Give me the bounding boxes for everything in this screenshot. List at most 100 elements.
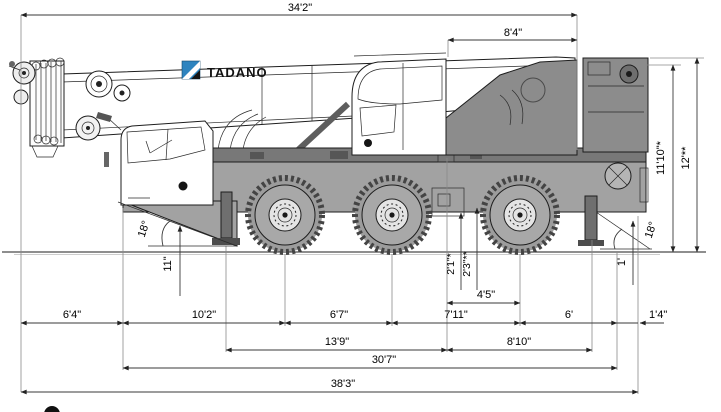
dim-front-overhang: 6'4" [20,309,124,326]
dim-clearance-mid-1: 2'1"* [445,212,464,290]
axle1-wheel [245,175,325,255]
hook-sheave-ring [81,121,95,135]
front-outrigger [212,191,240,245]
wheel-hub [277,207,293,223]
wiper-arm [145,140,151,154]
dim-height-counterweight: 11'10"* [655,64,676,253]
rear-underbody-slope [595,211,651,250]
cab-window-pillar [165,128,169,161]
rear-outrigger-cylinder [584,195,598,241]
dim-label: 38'3" [331,378,355,390]
approach-slope-line [117,201,238,247]
tadano-logo: TADANO [181,60,268,80]
dim-label: 6'4" [63,309,81,321]
approach-angle-arc [161,220,171,247]
tadano-logo-white-band [182,61,200,79]
dim-rear-overhang: 1'4" [617,309,667,326]
crane-operator-cab [351,52,447,156]
wiper-blade [149,139,173,154]
dim-label: 1'4" [649,309,667,321]
front-outrigger-cylinder [220,191,233,239]
boom-rest-tube [217,109,253,151]
hydraulic-pipe [511,89,524,125]
head-sheave [55,57,65,67]
dim-label: 8'10" [507,336,531,348]
lift-cylinder [295,101,351,153]
tadano-logo-black-triangle [191,70,200,79]
cab-grab-handle [104,152,109,167]
dim-departure-angle: 18° [600,220,660,250]
deck-fitting [250,152,264,159]
rope-roller-ring [90,75,108,93]
rear-bumper [639,167,649,203]
counterweight-box [587,61,611,76]
tadano-logo-text: TADANO [207,65,268,80]
caption-bullet [44,406,60,412]
dim-label: 30'7" [372,354,396,366]
front-outrigger-pad [212,238,240,245]
dim-bumper-to-axle1: 10'2" [122,309,286,326]
carrier-cab [96,112,214,206]
cab-door-handle [178,181,188,191]
axle2-wheel [352,175,432,255]
wheel-hub [384,207,400,223]
hook-block [31,145,59,158]
dim-front-clearance: 11" [162,225,183,296]
axle-center [282,212,288,218]
dim-label: 4'5" [477,289,495,301]
boom-rest-tube [242,116,267,151]
carrier-cab-body [120,120,214,206]
hook-sheave-hub [86,126,90,130]
departure-angle-arc [613,228,623,250]
dim-label: 34'2" [288,2,312,14]
dim-boom-overall: 34'2" [20,2,578,18]
dim-axle1-to-axle2: 6'7" [284,309,393,326]
wheel-bolts [508,203,532,227]
dim-center-to-rear-outrigger: 8'10" [446,336,593,353]
counterweight-block [582,57,649,153]
wheel-bolts [380,203,404,227]
dim-label: 2'3"** [461,251,473,277]
dim-rear-clearance: 1' [616,220,636,285]
head-pin [9,61,15,67]
dim-label: 11" [162,256,174,271]
dim-height-overall: 12'** [680,57,700,253]
dim-outrigger-base-length: 30'7" [122,354,618,371]
wheel-bolts [273,203,297,227]
axle-center [517,212,523,218]
hoist-drum-hub [626,71,632,77]
boom-top-inner-line [61,64,557,83]
dim-axle3-to-rear-outrigger: 6' [519,309,618,326]
operator-cab-handle [364,139,372,147]
lower-sheave [49,136,59,146]
dim-front-outrigger-to-center: 13'9" [225,336,448,353]
deck-fitting [330,151,348,159]
axle3-wheel [480,175,560,255]
dim-center-to-axle3: 4'5" [446,289,521,306]
dim-label: 6'7" [330,309,348,321]
axle-center [389,212,395,218]
rope-roller-hub [96,81,102,87]
cab-roof-rail [353,52,447,57]
boom-pivot-detail [520,77,546,103]
dim-label: 7'11" [444,309,468,321]
nose-sheave-hub [22,71,26,75]
dim-label: 8'4" [504,27,522,39]
dim-label: 18° [136,219,153,239]
carrier-cab-glass [126,126,206,164]
dim-clearance-mid-2: 2'3"** [461,207,480,290]
hydraulic-pipe [499,94,512,126]
counterweight [582,57,649,190]
operator-cab-glass [357,65,443,105]
rear-outrigger [578,195,604,246]
dim-label: 18° [643,220,660,240]
dim-label: 11'10"* [655,140,667,175]
rope-roller-small-hub [119,90,125,96]
underslung-box [431,187,465,217]
dim-label: 12'** [680,146,692,170]
dim-overall-length: 38'3" [20,378,639,395]
nose-sheave-ring [18,67,30,79]
housing-cross-line [608,166,628,186]
operator-cab-body [351,58,447,156]
